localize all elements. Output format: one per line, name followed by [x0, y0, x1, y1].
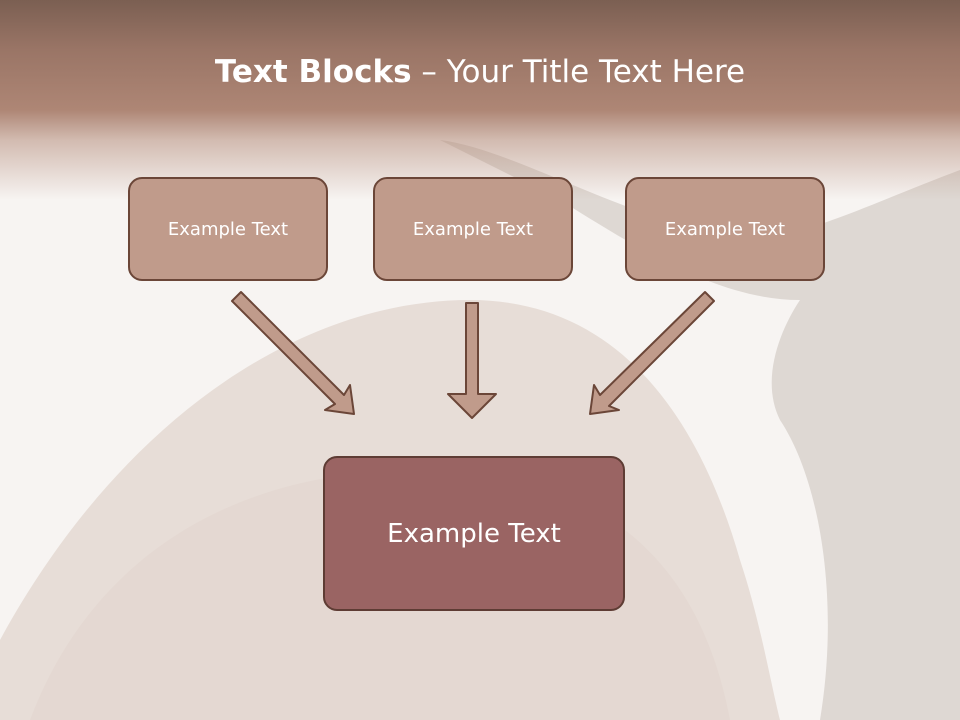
title-bold: Text Blocks [214, 54, 412, 90]
text-block-left-label: Example Text [167, 218, 289, 240]
title-banner [0, 0, 960, 200]
text-block-center-label: Example Text [412, 218, 534, 240]
text-block-right: Example Text [625, 177, 825, 281]
arrow-center-icon [447, 302, 497, 419]
title-rest: – Your Title Text Here [411, 54, 746, 90]
result-block: Example Text [323, 456, 625, 611]
text-block-center: Example Text [373, 177, 573, 281]
arrow-left-icon [231, 291, 355, 415]
slide-title: Text Blocks – Your Title Text Here [0, 54, 960, 90]
result-block-label: Example Text [387, 518, 561, 549]
arrow-right-icon [589, 291, 715, 415]
text-block-left: Example Text [128, 177, 328, 281]
text-block-right-label: Example Text [664, 218, 786, 240]
